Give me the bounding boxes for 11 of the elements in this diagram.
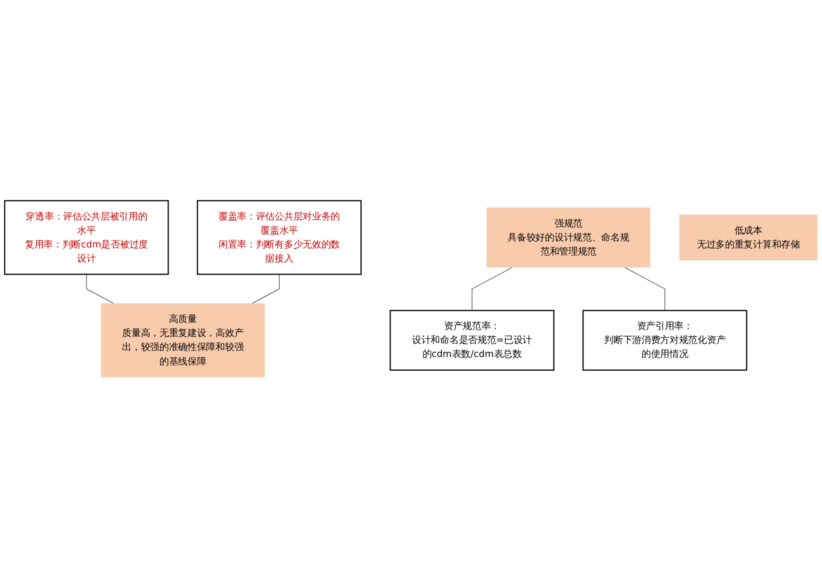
- node-box: 覆盖率：评估公共层对业务的覆盖水平 闲置率：判断有多少无效的数据接入: [196, 200, 362, 275]
- node-box: 穿透率：评估公共层被引用的水平 复用率：判断cdm是否被过度设计: [4, 200, 169, 275]
- node-box: 资产规范率： 设计和命名是否规范=已设计的cdm表数/cdm表总数: [390, 310, 554, 371]
- connector: [472, 267, 513, 311]
- connector: [86, 274, 114, 304]
- connector: [252, 274, 280, 304]
- connector: [624, 267, 666, 311]
- node-box: 高质量 质量高，无重复建设，高效产出，较强的准确性保障和较强的基线保障: [100, 303, 265, 378]
- node-box: 强规范 具备较好的设计规范、命名规范和管理规范: [486, 208, 651, 268]
- node-box: 低成本 无过多的重复计算和存储: [679, 214, 818, 261]
- node-box: 资产引用率： 判断下游消费方对规范化资产的使用情况: [582, 310, 748, 371]
